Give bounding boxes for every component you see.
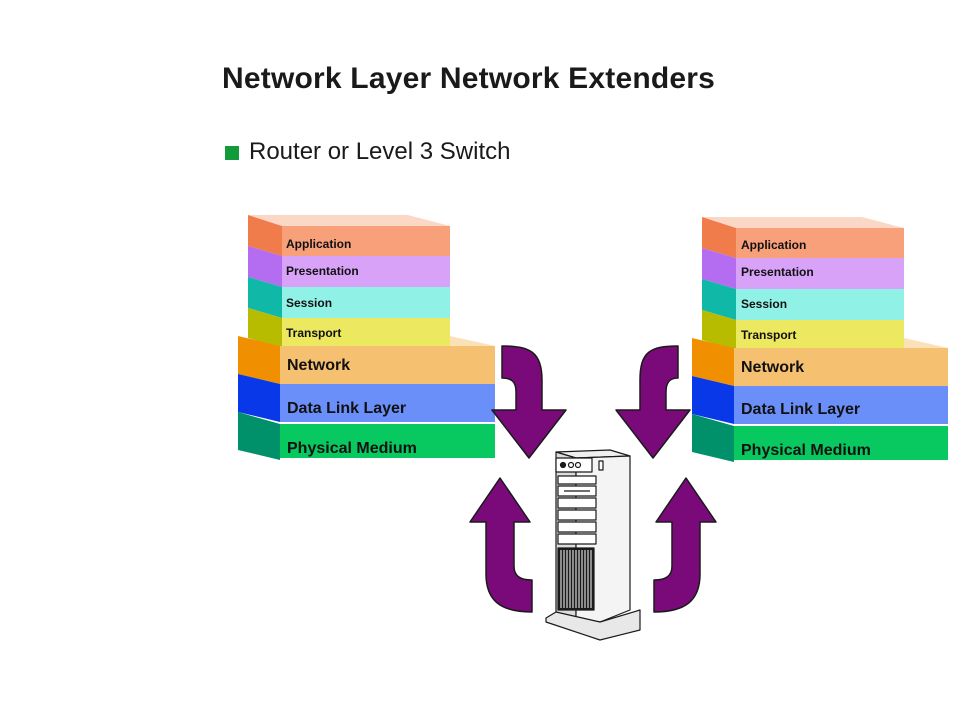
- page-title: Network Layer Network Extenders: [222, 62, 716, 95]
- layer-application: Application: [248, 215, 450, 256]
- bullet-item: Router or Level 3 Switch: [225, 138, 510, 166]
- layer-physical-label: Physical Medium: [287, 440, 417, 457]
- router-tower-icon: [545, 449, 641, 641]
- arrow-up-icon: [469, 477, 533, 613]
- layer-data-link-label: Data Link Layer: [741, 401, 860, 418]
- bullet-marker: [225, 146, 239, 160]
- layer-physical: Physical Medium: [692, 414, 948, 462]
- layer-data-link: Data Link Layer: [238, 374, 495, 422]
- osi-stack-right: Application Presentation Session Transpo…: [692, 217, 948, 462]
- layer-presentation-label: Presentation: [741, 265, 814, 279]
- layer-application: Application: [702, 217, 904, 258]
- arrow-down-icon: [615, 345, 691, 459]
- layer-transport-label: Transport: [741, 328, 796, 342]
- osi-stack-left: Application Presentation Session Transpo…: [238, 215, 495, 460]
- layer-session-label: Session: [741, 297, 787, 311]
- layer-physical-label: Physical Medium: [741, 442, 871, 459]
- layer-transport: Transport: [248, 308, 450, 348]
- layer-presentation: Presentation: [702, 248, 904, 289]
- layer-presentation-label: Presentation: [286, 264, 359, 278]
- layer-session: Session: [248, 277, 450, 318]
- layer-transport: Transport: [702, 310, 904, 350]
- layer-application-label: Application: [286, 237, 351, 251]
- layer-network: Network: [692, 338, 948, 386]
- layer-transport-label: Transport: [286, 326, 341, 340]
- arrow-down-icon: [491, 345, 567, 459]
- layer-data-link: Data Link Layer: [692, 376, 948, 424]
- layer-network-label: Network: [741, 359, 804, 376]
- bullet-text: Router or Level 3 Switch: [249, 138, 511, 165]
- layer-session-label: Session: [286, 296, 332, 310]
- layer-application-label: Application: [741, 238, 806, 252]
- arrow-up-icon: [653, 477, 717, 613]
- layer-presentation: Presentation: [248, 246, 450, 287]
- layer-network: Network: [238, 336, 495, 384]
- layer-network-label: Network: [287, 357, 350, 374]
- layer-physical: Physical Medium: [238, 412, 495, 460]
- layer-session: Session: [702, 279, 904, 320]
- layer-data-link-label: Data Link Layer: [287, 400, 406, 417]
